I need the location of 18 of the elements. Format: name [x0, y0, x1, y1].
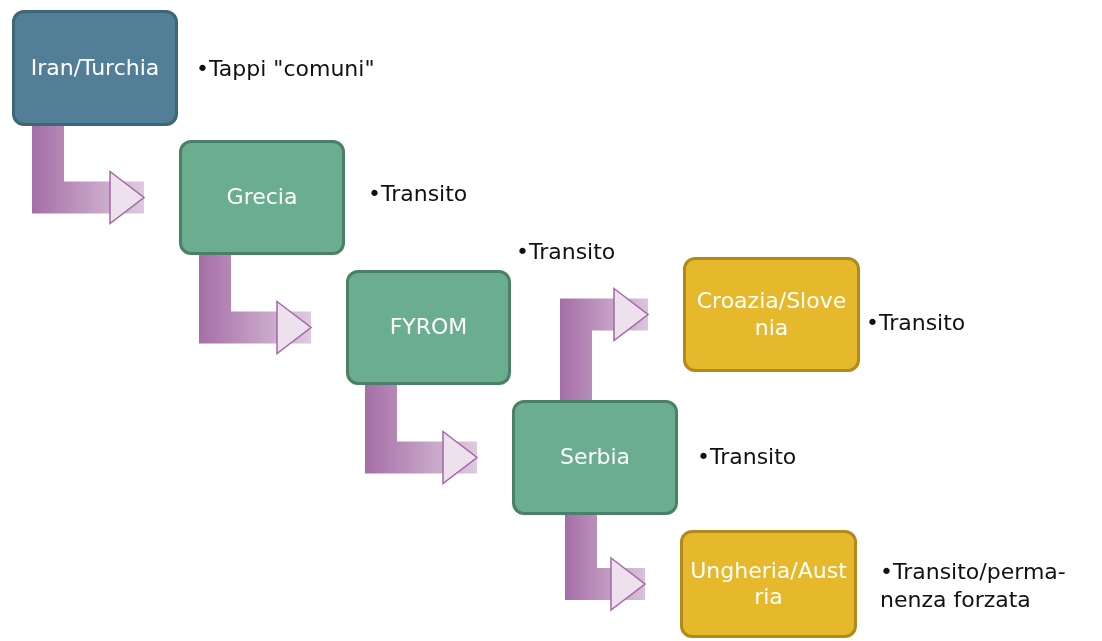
- box-label: Iran/Turchia: [30, 54, 160, 82]
- note-text: •Transito: [516, 238, 616, 266]
- box-label: Croazia/Slovenia: [695, 288, 848, 341]
- note-text: •Transito: [866, 309, 966, 337]
- process-box: [12, 10, 178, 126]
- note-text: •Transito: [697, 443, 797, 471]
- note-text: •Tappi "comuni": [196, 55, 375, 83]
- box-label: FYROM: [389, 314, 468, 341]
- process-box: [683, 257, 860, 372]
- process-box: [680, 530, 857, 638]
- box-label: Grecia: [226, 184, 298, 211]
- note-text: •Transito/perma- nenza forzata: [880, 558, 1067, 613]
- process-box: [512, 400, 678, 515]
- process-box: [179, 140, 345, 255]
- note-text: •Transito: [368, 180, 468, 208]
- box-label: Serbia: [559, 444, 631, 471]
- box-label: Ungheria/Austria: [689, 557, 848, 611]
- process-box: [346, 270, 511, 385]
